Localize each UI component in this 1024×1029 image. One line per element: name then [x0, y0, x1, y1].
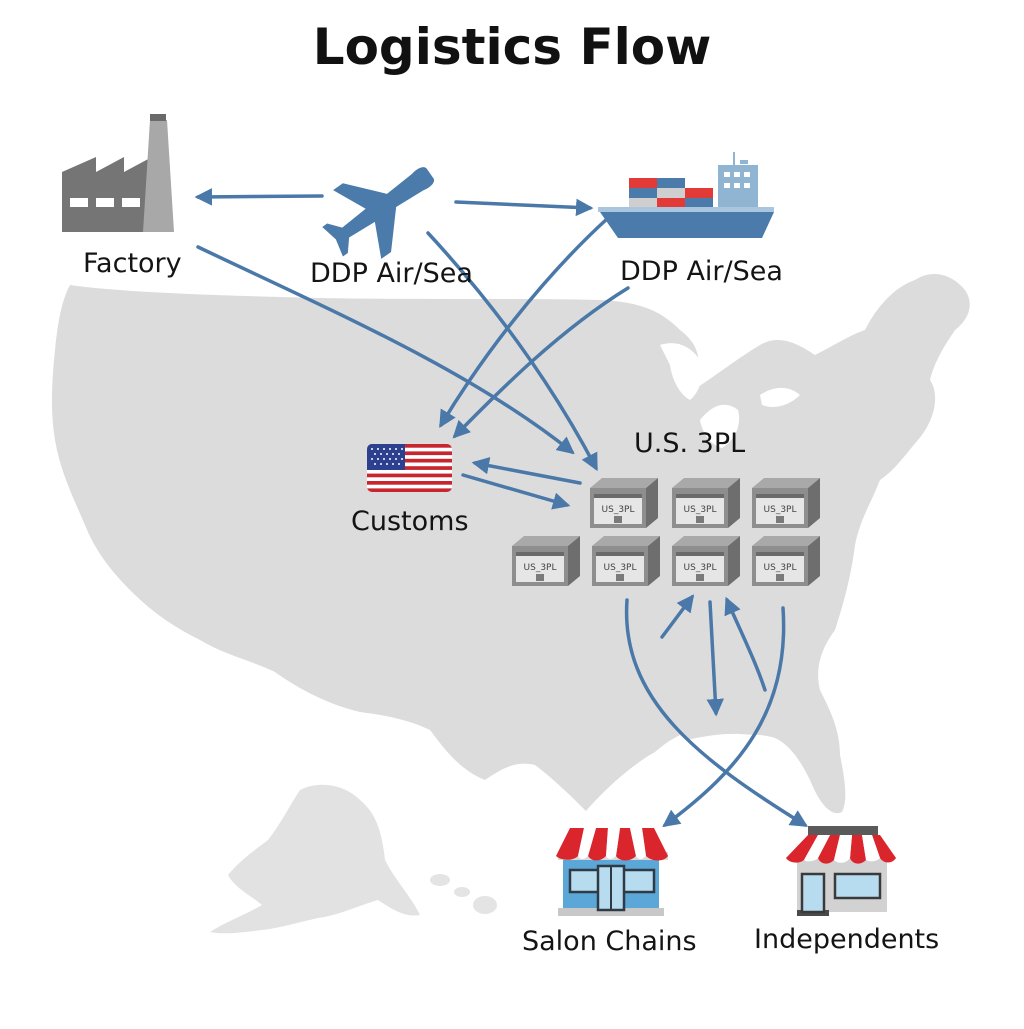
warehouse-icon: US_3PL — [752, 478, 820, 528]
warehouse-icon: US_3PL — [512, 536, 580, 586]
arrow-air-to-sea — [454, 198, 594, 217]
arrow-3pl-to-customs — [471, 457, 582, 485]
warehouse-group: US_3PL US_3PL US_3PL US_3PL US_3PL US_3PL US_3… — [512, 478, 820, 586]
warehouse-icon: US_3PL — [672, 478, 740, 528]
cargo-ship-icon — [598, 152, 774, 238]
arrow-sea-to-customs-1 — [439, 216, 610, 429]
hawaii-islands — [430, 874, 497, 914]
arrow-air-to-3pl — [426, 231, 598, 472]
us-map — [51, 274, 970, 934]
airplane-icon — [322, 167, 435, 259]
arrow-south-to-3pl-2 — [724, 596, 767, 692]
arrow-south-to-3pl-1 — [660, 594, 695, 639]
warehouse-icon: US_3PL — [672, 536, 740, 586]
diagram-title: Logistics Flow — [312, 18, 712, 76]
threepl-label: U.S. 3PL — [634, 428, 746, 459]
arrow-customs-to-3pl — [461, 473, 571, 510]
warehouse-box-label: US_3PL — [524, 563, 557, 573]
arrow-3pl-south-down — [706, 600, 724, 717]
storefront-icon-salon-chains — [556, 828, 668, 916]
sea-label: DDP Air/Sea — [620, 256, 783, 287]
customs-label: Customs — [351, 506, 469, 537]
warehouse-box-label: US_3PL — [602, 505, 635, 515]
independents-label: Independents — [754, 924, 940, 955]
warehouse-box-label: US_3PL — [764, 505, 797, 515]
gulf-of-mexico — [585, 733, 812, 830]
storefront-icon-independents — [786, 826, 896, 916]
alaska-shape — [210, 784, 420, 934]
arrow-3pl-to-salon-chains — [662, 606, 786, 828]
arrow-3pl-to-independents — [624, 598, 808, 827]
arrow-sea-to-customs-2 — [452, 286, 630, 439]
air-label: DDP Air/Sea — [310, 258, 473, 289]
warehouse-box-label: US_3PL — [604, 563, 637, 573]
warehouse-box-label: US_3PL — [684, 563, 717, 573]
arrow-air-to-factory — [194, 188, 324, 206]
warehouse-box-label: US_3PL — [764, 563, 797, 573]
warehouse-icon: US_3PL — [590, 478, 658, 528]
factory-label: Factory — [83, 248, 182, 279]
warehouse-icon: US_3PL — [592, 536, 660, 586]
factory-icon — [62, 114, 174, 232]
us-flag-icon — [367, 444, 452, 492]
warehouse-icon: US_3PL — [752, 536, 820, 586]
flow-arrows — [194, 188, 808, 828]
salon-chains-label: Salon Chains — [522, 926, 697, 957]
contiguous-us-shape — [51, 274, 970, 815]
warehouse-box-label: US_3PL — [684, 505, 717, 515]
great-lakes — [660, 343, 800, 448]
arrow-factory-to-3pl — [196, 245, 575, 455]
